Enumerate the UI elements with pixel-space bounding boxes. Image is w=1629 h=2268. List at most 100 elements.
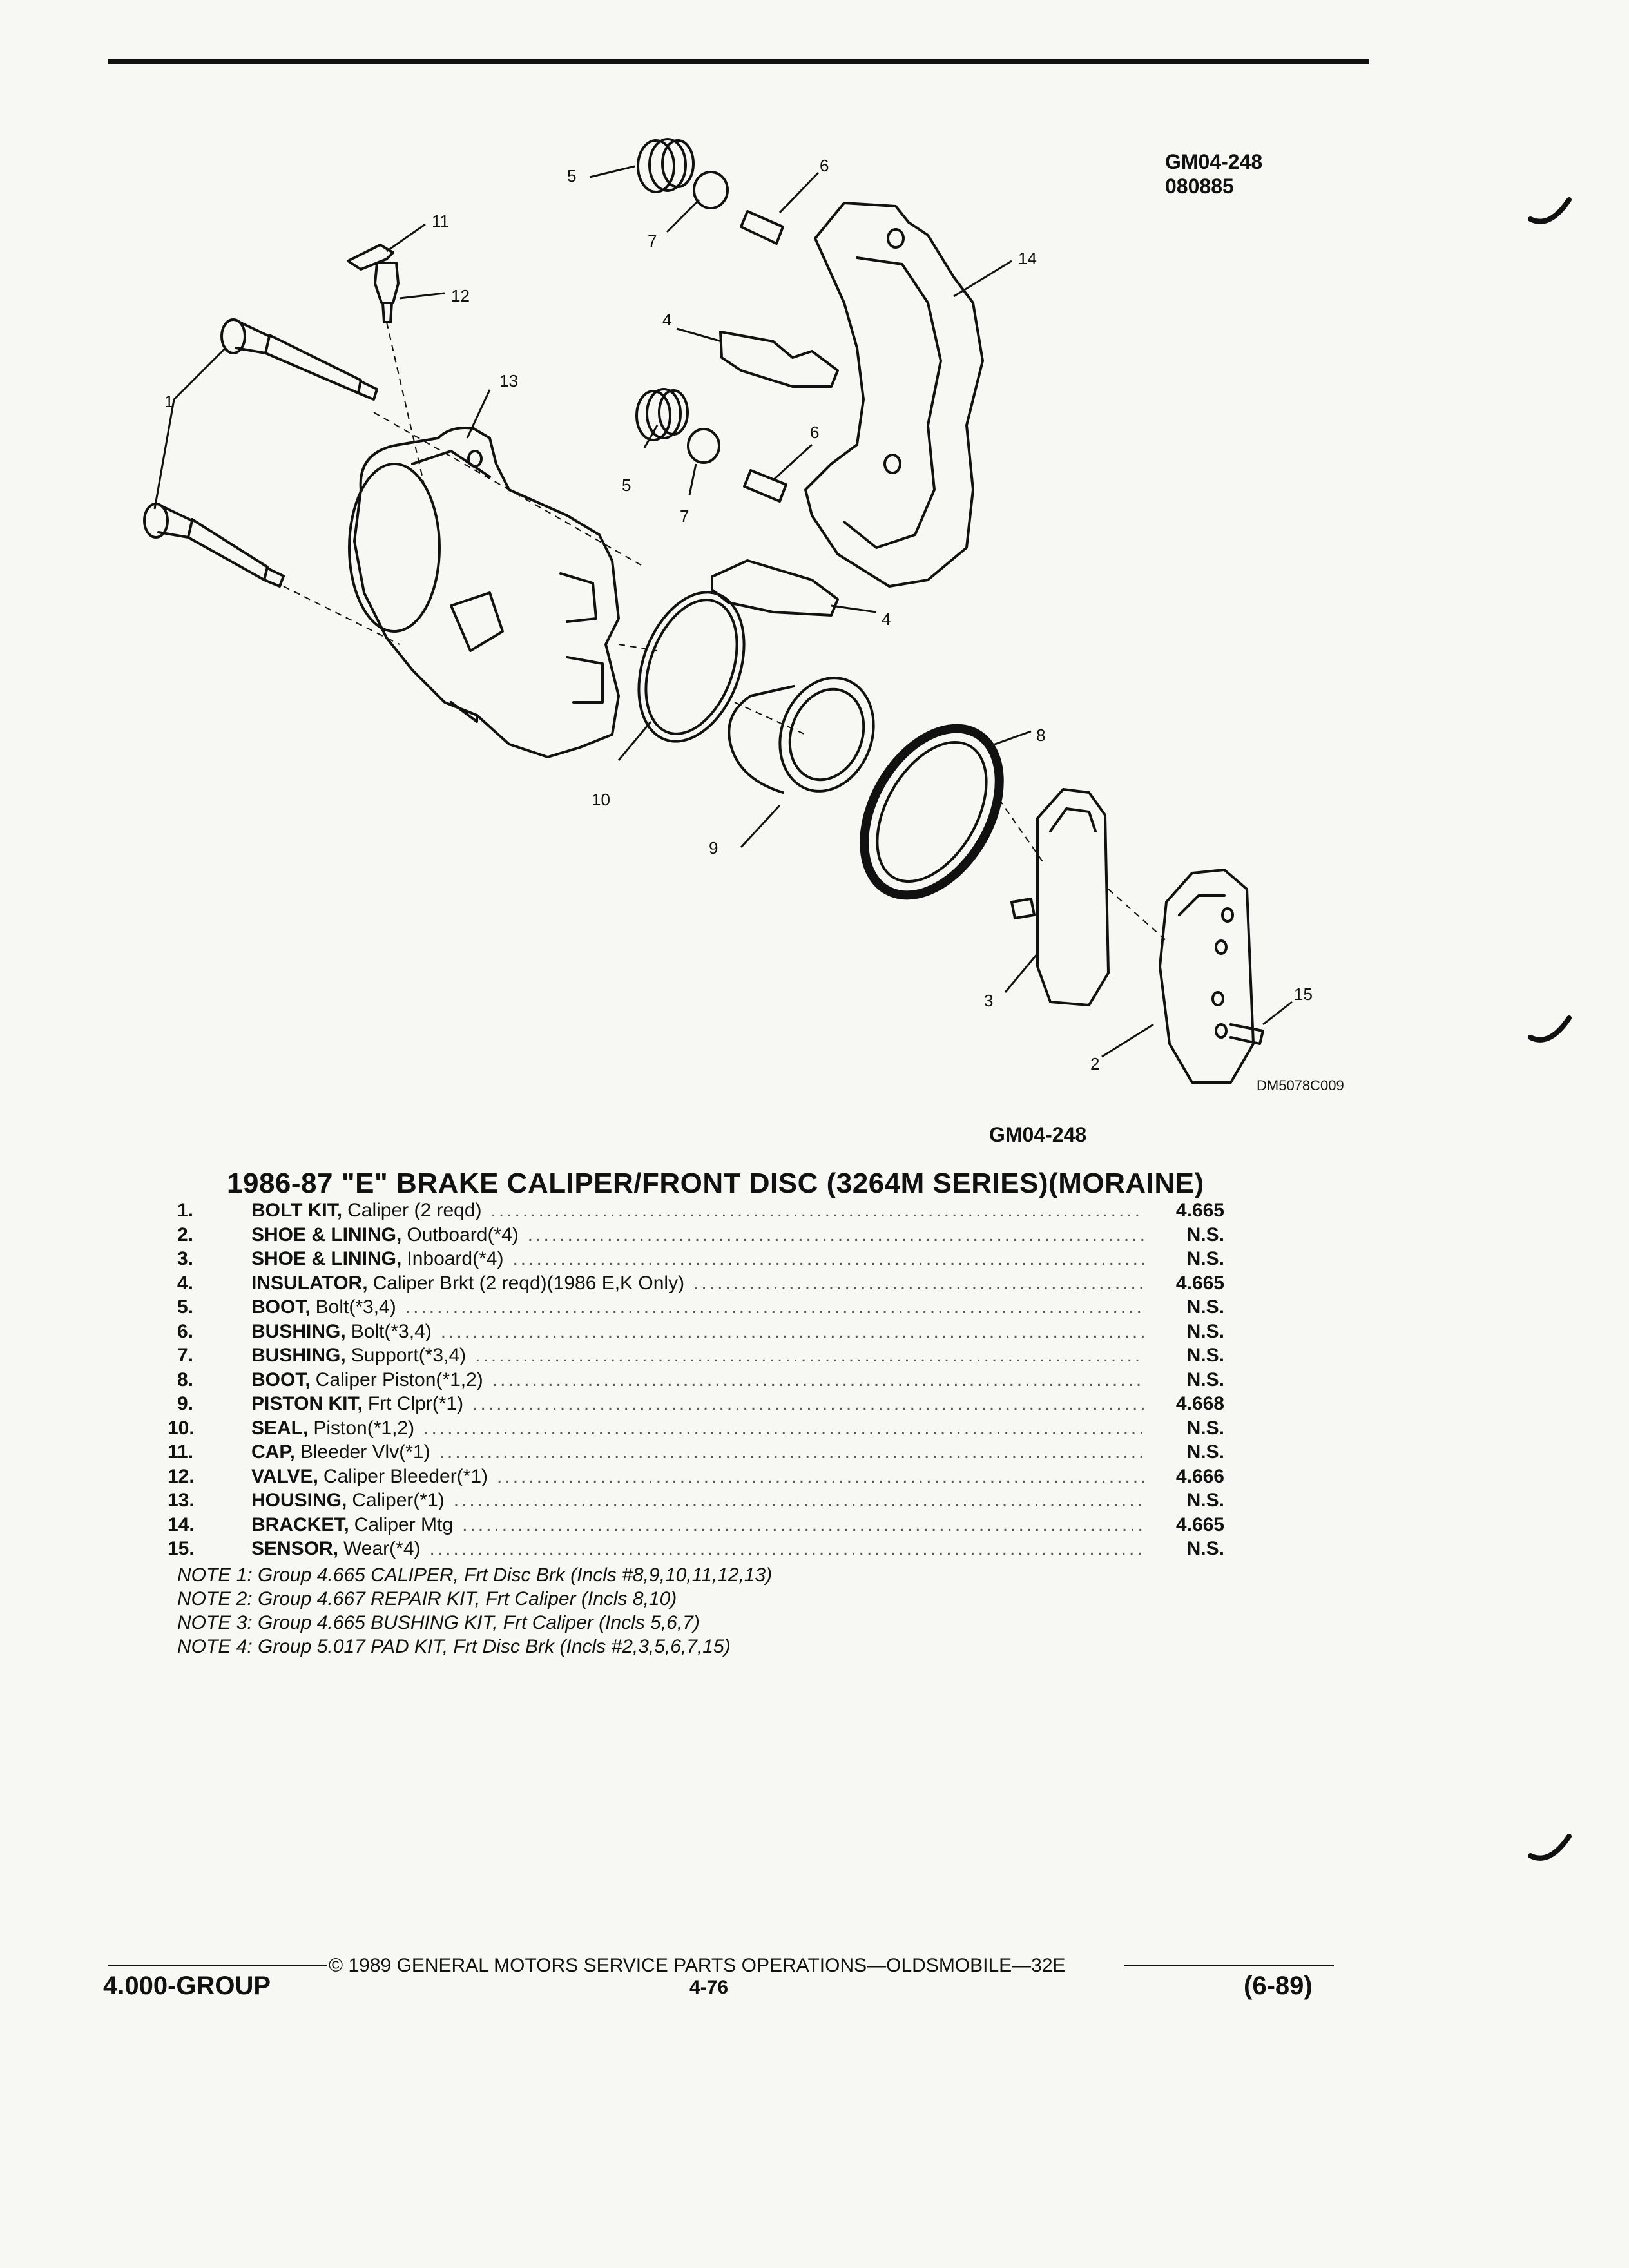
part-name: BUSHING, (251, 1345, 346, 1366)
callout-5a: 5 (567, 166, 576, 186)
boot-lower (635, 388, 689, 441)
bolt-upper (220, 318, 378, 401)
part-number: 2. (177, 1224, 193, 1245)
parts-list-row: 1.BOLT KIT,Caliper (2 reqd)4.665 (168, 1200, 1224, 1224)
part-number: 11. (168, 1441, 194, 1463)
leader-dots (423, 1418, 1144, 1439)
part-number: 13. (168, 1490, 195, 1511)
part-name: HOUSING, (251, 1490, 347, 1511)
part-description: Bleeder Vlv(*1) (300, 1441, 430, 1463)
callout-6a: 6 (820, 156, 829, 175)
part-number: 4. (177, 1272, 193, 1294)
callout-5b: 5 (622, 476, 631, 495)
parts-list-row: 12.VALVE,Caliper Bleeder(*1)4.666 (168, 1466, 1224, 1490)
part-name: PISTON KIT, (251, 1393, 363, 1414)
part-number: 9. (177, 1393, 193, 1414)
part-number: 8. (177, 1369, 193, 1390)
part-description: Caliper (2 reqd) (347, 1200, 482, 1221)
part-name: SEAL, (251, 1417, 309, 1439)
leader-dots (475, 1345, 1144, 1367)
figure-id: GM04-248 (1165, 150, 1263, 173)
part-name: SHOE & LINING, (251, 1248, 402, 1269)
figure-date-code: 080885 (1165, 175, 1234, 198)
parts-list-row: 4. INSULATOR,Caliper Brkt (2 reqd)(1986 E… (168, 1273, 1224, 1297)
part-name: VALVE, (251, 1465, 318, 1487)
part-number: 15. (168, 1538, 195, 1559)
part-group: N.S. (1186, 1538, 1224, 1559)
leader-dots (454, 1490, 1144, 1512)
parts-list-row: 13.HOUSING,Caliper(*1)N.S. (168, 1490, 1224, 1514)
bolt-bushing-upper (740, 210, 784, 245)
part-description: Support(*3,4) (351, 1345, 467, 1366)
callout-7a: 7 (648, 231, 657, 251)
leader-dots (405, 1296, 1144, 1318)
part-name: BOOT, (251, 1369, 311, 1390)
part-group: N.S. (1186, 1490, 1224, 1511)
parts-list-row: 15.SENSOR,Wear(*4)N.S. (168, 1538, 1224, 1562)
part-group: N.S. (1186, 1417, 1224, 1439)
part-name: BRACKET, (251, 1514, 349, 1535)
part-description: Bolt(*3,4) (315, 1296, 396, 1318)
part-group: N.S. (1186, 1345, 1224, 1366)
footer-page-number: 4-76 (689, 1977, 729, 1998)
note-line: NOTE 1: Group 4.665 CALIPER, Frt Disc Br… (177, 1564, 773, 1586)
bleeder-valve (374, 262, 400, 323)
punch-mark-top (1528, 197, 1572, 224)
part-number: 1. (177, 1200, 193, 1221)
part-name: SENSOR, (251, 1538, 339, 1559)
parts-list-row: 9.PISTON KIT,Frt Clpr(*1)4.668 (168, 1393, 1224, 1418)
leader-dots (512, 1248, 1144, 1270)
callout-2: 2 (1090, 1054, 1099, 1073)
parts-list-row: 3. SHOE & LINING,Inboard(*4) N.S. (168, 1248, 1224, 1273)
part-number: 7. (177, 1345, 193, 1366)
callout-7b: 7 (680, 506, 689, 526)
parts-list-row: 14.BRACKET,Caliper Mtg4.665 (168, 1514, 1224, 1539)
leader-dots (492, 1369, 1144, 1391)
punch-mark-middle (1528, 1015, 1572, 1043)
part-number: 5. (177, 1296, 193, 1318)
parts-list-row: 8. BOOT,Caliper Piston(*1,2) N.S. (168, 1369, 1224, 1394)
part-group: N.S. (1186, 1248, 1224, 1269)
part-number: 3. (177, 1248, 193, 1269)
figure-id-block: GM04-248 080885 (1165, 149, 1262, 198)
part-name: INSULATOR, (251, 1272, 368, 1294)
callout-9: 9 (709, 838, 718, 858)
part-description: Outboard(*4) (407, 1224, 519, 1245)
parts-list-row: 7. BUSHING,Support(*3,4) N.S. (168, 1345, 1224, 1369)
part-description: Caliper Brkt (2 reqd)(1986 E,K Only) (372, 1272, 685, 1294)
part-name: BUSHING, (251, 1320, 346, 1342)
part-description: Piston(*1,2) (313, 1417, 415, 1439)
figure-caption-id: GM04-248 (989, 1123, 1087, 1146)
piston (728, 677, 875, 794)
inboard-shoe (1010, 788, 1110, 1006)
support-bushing-upper (693, 171, 729, 209)
callout-3: 3 (984, 991, 993, 1010)
wear-sensor (1229, 1023, 1264, 1045)
callout-6b: 6 (810, 423, 819, 442)
callout-4a: 4 (662, 310, 671, 329)
top-rule (108, 59, 1369, 64)
leader-dots (693, 1273, 1144, 1294)
part-name: BOOT, (251, 1296, 311, 1318)
part-group: N.S. (1186, 1224, 1224, 1245)
part-group: N.S. (1186, 1369, 1224, 1390)
drawing-code: DM5078C009 (1257, 1077, 1344, 1093)
part-group: N.S. (1186, 1320, 1224, 1342)
part-name: CAP, (251, 1441, 295, 1463)
callout-1: 1 (164, 392, 173, 411)
insulator-upper (719, 331, 839, 388)
footer-group: 4.000-GROUP (103, 1972, 271, 2000)
exploded-view-diagram: 1 2 3 4 4 5 5 6 6 7 7 8 9 10 11 12 13 14… (143, 138, 1344, 1093)
part-number: 10. (168, 1417, 195, 1439)
piston-seal (637, 591, 746, 743)
footer-revision: (6-89) (1244, 1972, 1313, 2000)
part-group: 4.665 (1175, 1514, 1224, 1535)
caliper-bracket (804, 202, 984, 588)
punch-mark-bottom (1528, 1834, 1572, 1861)
part-description: Caliper Piston(*1,2) (315, 1369, 483, 1390)
bleeder-cap (347, 244, 394, 271)
section-heading: 1986-87 "E" BRAKE CALIPER/FRONT DISC (32… (227, 1168, 1204, 1199)
parts-list-row: 11.CAP,Bleeder Vlv(*1)N.S. (168, 1441, 1224, 1466)
part-description: Inboard(*4) (407, 1248, 504, 1269)
